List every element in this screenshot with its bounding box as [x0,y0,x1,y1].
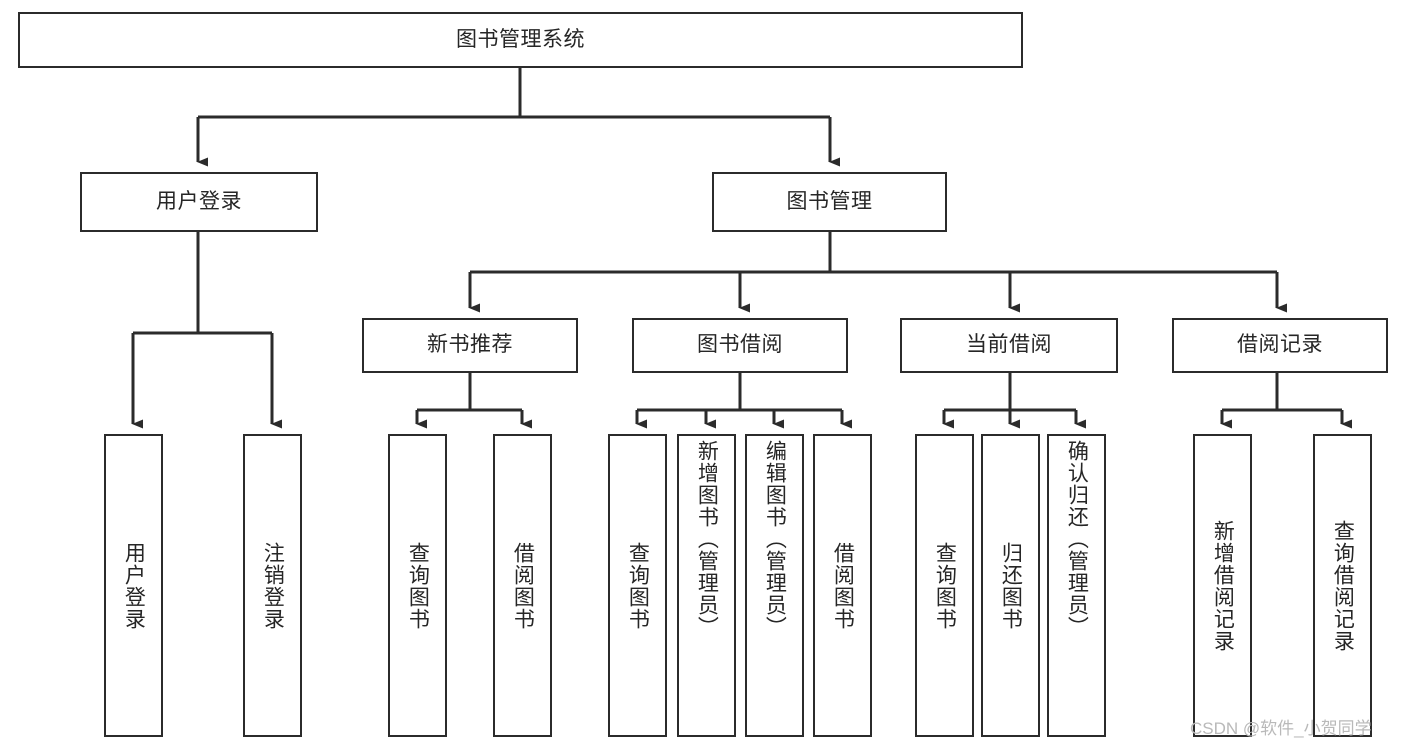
node-label: 借阅图书 [511,541,535,630]
leaf-borrow-book[interactable]: 借阅图书 [813,434,872,737]
node-label: 新书推荐 [427,333,513,357]
node-label: 借阅图书 [831,541,855,630]
node-label: 图书管理系统 [456,27,585,51]
leaf-edit-book-admin[interactable]: 编辑图书（管理员） [745,434,804,737]
node-label: 注销登录 [261,541,285,630]
leaf-user-login[interactable]: 用户登录 [104,434,163,737]
node-label: 查询图书 [933,541,957,630]
node-new-book-recommend[interactable]: 新书推荐 [362,318,578,373]
leaf-query-book-current[interactable]: 查询图书 [915,434,974,737]
node-label: 归还图书 [999,541,1023,630]
csdn-watermark: CSDN @软件_小贺同学 [1190,719,1372,738]
node-label: 图书管理 [786,189,873,213]
node-label: 查询借阅记录 [1331,519,1355,652]
leaf-borrow-book-recommend[interactable]: 借阅图书 [493,434,552,737]
leaf-user-logout[interactable]: 注销登录 [243,434,302,737]
node-label: 当前借阅 [966,333,1052,357]
node-label: 用户登录 [156,189,242,213]
leaf-add-borrow-record[interactable]: 新增借阅记录 [1193,434,1252,737]
node-label: 确认归还（管理员） [1065,440,1089,638]
leaf-return-book[interactable]: 归还图书 [981,434,1040,737]
node-current-borrow[interactable]: 当前借阅 [900,318,1118,373]
leaf-confirm-return-admin[interactable]: 确认归还（管理员） [1047,434,1106,737]
node-label: 查询图书 [626,541,650,630]
node-label: 用户登录 [122,541,146,630]
node-user-login[interactable]: 用户登录 [80,172,318,232]
node-root-book-management-system[interactable]: 图书管理系统 [18,12,1023,68]
node-book-borrow[interactable]: 图书借阅 [632,318,848,373]
leaf-query-book-recommend[interactable]: 查询图书 [388,434,447,737]
node-borrow-record[interactable]: 借阅记录 [1172,318,1388,373]
leaf-query-borrow-record[interactable]: 查询借阅记录 [1313,434,1372,737]
node-label: 查询图书 [406,541,430,630]
node-label: 新增借阅记录 [1211,519,1235,652]
node-book-management[interactable]: 图书管理 [712,172,947,232]
node-label: 借阅记录 [1237,333,1323,357]
node-label: 新增图书（管理员） [695,440,719,638]
leaf-query-book-borrow[interactable]: 查询图书 [608,434,667,737]
leaf-add-book-admin[interactable]: 新增图书（管理员） [677,434,736,737]
node-label: 编辑图书（管理员） [763,440,787,638]
node-label: 图书借阅 [697,333,783,357]
